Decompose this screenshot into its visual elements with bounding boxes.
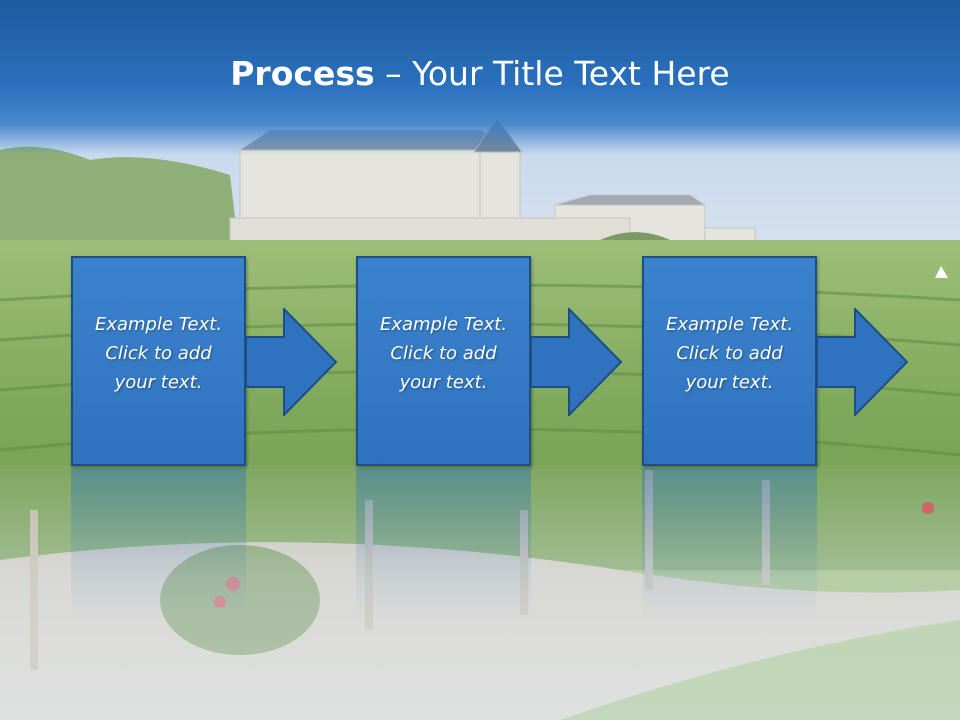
process-step-2-text[interactable]: Example Text. Click to add your text.	[379, 314, 508, 393]
process-step-2-box[interactable]	[356, 256, 531, 466]
slide-title-rest: – Your Title Text Here	[374, 54, 730, 93]
slide-title-bold: Process	[230, 54, 375, 93]
arrow-right-icon	[531, 308, 623, 416]
process-step-1-box[interactable]	[71, 256, 246, 466]
arrow-right-icon	[817, 308, 909, 416]
title-band	[0, 0, 960, 155]
slide-title[interactable]: Process – Your Title Text Here	[0, 52, 960, 96]
process-step-3-text[interactable]: Example Text. Click to add your text.	[665, 314, 794, 393]
process-step-3-reflection	[642, 468, 817, 618]
arrow-right-icon	[246, 308, 338, 416]
process-step-1-reflection	[71, 468, 246, 618]
process-step-1-text[interactable]: Example Text. Click to add your text.	[94, 314, 223, 393]
bottom-fade-overlay	[0, 465, 960, 720]
process-step-2-reflection	[356, 468, 531, 618]
process-step-3-box[interactable]	[642, 256, 817, 466]
